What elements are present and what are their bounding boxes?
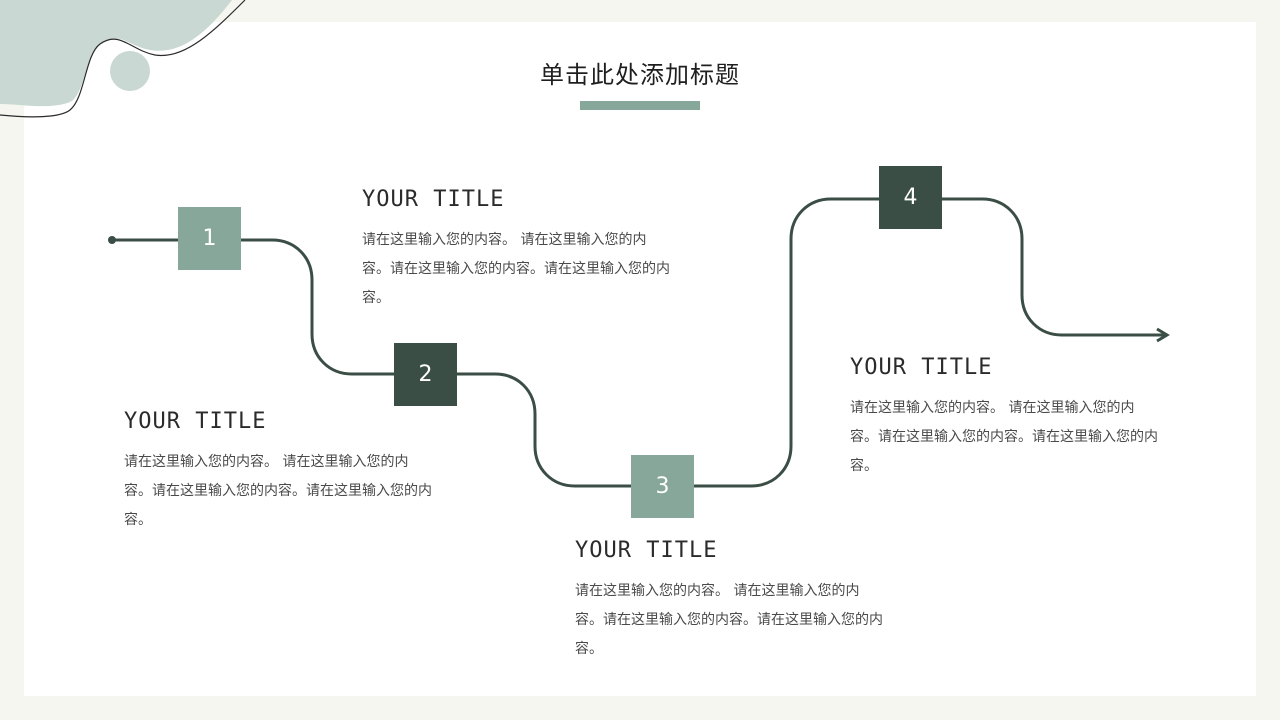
text-block-4: YOUR TITLE 请在这里输入您的内容。 请在这里输入您的内容。请在这里输入…	[850, 354, 1160, 481]
page-title[interactable]: 单击此处添加标题	[540, 61, 740, 89]
block-body[interactable]: 请在这里输入您的内容。 请在这里输入您的内容。请在这里输入您的内容。请在这里输入…	[850, 400, 1158, 474]
step-number: 1	[202, 226, 217, 251]
step-number: 3	[655, 474, 670, 499]
text-block-3: YOUR TITLE 请在这里输入您的内容。 请在这里输入您的内容。请在这里输入…	[575, 537, 885, 664]
corner-blob	[0, 0, 232, 107]
step-box-3[interactable]: 3	[631, 455, 694, 518]
corner-curve	[0, 0, 246, 118]
block-body[interactable]: 请在这里输入您的内容。 请在这里输入您的内容。请在这里输入您的内容。请在这里输入…	[362, 232, 670, 306]
block-title[interactable]: YOUR TITLE	[575, 538, 718, 563]
block-title[interactable]: YOUR TITLE	[124, 409, 267, 434]
path-arrow-head	[1156, 327, 1170, 343]
step-box-2[interactable]: 2	[394, 343, 457, 406]
step-number: 2	[418, 362, 433, 387]
corner-decoration	[0, 0, 246, 118]
text-block-2: YOUR TITLE 请在这里输入您的内容。 请在这里输入您的内容。请在这里输入…	[124, 408, 434, 535]
title-underline	[580, 101, 700, 110]
block-body[interactable]: 请在这里输入您的内容。 请在这里输入您的内容。请在这里输入您的内容。请在这里输入…	[124, 454, 432, 528]
text-block-1: YOUR TITLE 请在这里输入您的内容。 请在这里输入您的内容。请在这里输入…	[362, 186, 672, 313]
step-box-4[interactable]: 4	[879, 166, 942, 229]
slide-card	[24, 22, 1256, 696]
step-box-1[interactable]: 1	[178, 207, 241, 270]
block-body[interactable]: 请在这里输入您的内容。 请在这里输入您的内容。请在这里输入您的内容。请在这里输入…	[575, 583, 883, 657]
block-title[interactable]: YOUR TITLE	[362, 187, 505, 212]
corner-dot	[110, 51, 150, 91]
block-title[interactable]: YOUR TITLE	[850, 355, 993, 380]
step-number: 4	[903, 185, 918, 210]
